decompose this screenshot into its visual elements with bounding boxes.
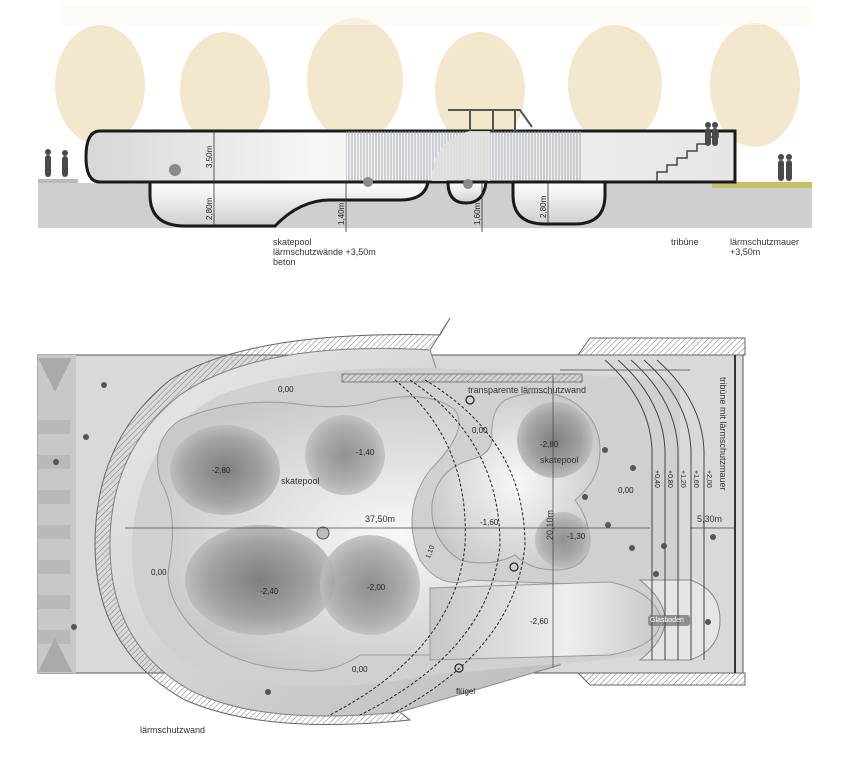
step-label: +1,60	[692, 470, 699, 488]
dim-width: 20,10m	[545, 509, 555, 540]
drain	[316, 526, 330, 540]
label-glass-floor: Glasboden	[650, 617, 684, 624]
label-wing: flügel	[456, 687, 476, 696]
label-skatepool-line2: lärmschutzwände +3,50m	[273, 247, 376, 257]
tribune-hatch-top	[577, 337, 746, 356]
label-noise-wall-plan: lärmschutzwand	[140, 725, 206, 735]
tribune-hatch-bottom	[576, 672, 746, 686]
wave-ramp	[432, 131, 490, 181]
label-skatepool-b: skatepool	[540, 455, 579, 465]
dim-bowl-depth-3: 1,60m	[473, 202, 482, 225]
step-label: +2,00	[705, 470, 712, 488]
step-label: +0,80	[666, 470, 673, 488]
section-view	[38, 5, 812, 232]
dim-bowl-depth-1: 2,80m	[205, 197, 214, 220]
level-right: 0,00	[618, 486, 634, 495]
label-transparent-wall: transparente lärmschutzwand	[468, 385, 587, 395]
deep-zone-3	[185, 525, 335, 635]
level-bottom: 0,00	[352, 665, 368, 674]
label-wall-line2: +3,50m	[730, 247, 761, 257]
level-deep-left: -2,80	[212, 466, 231, 475]
tree-silhouettes	[55, 5, 810, 148]
level-channel: -2,60	[530, 617, 549, 626]
transparent-wall-plan	[341, 373, 583, 383]
level-top-left: 0,00	[278, 385, 294, 394]
dim-bowl-height: 3,50m	[205, 145, 214, 168]
glass-floor-badge	[648, 615, 690, 626]
level-upper-mid: 0,00	[472, 426, 488, 435]
label-skatepool-a: skatepool	[281, 476, 320, 486]
level-small-bowl-right: -1,30	[567, 532, 586, 541]
level-bottom-mid: -2,00	[367, 583, 386, 592]
deep-zone-2	[305, 415, 385, 495]
label-wall-line1: lärmschutzmauer	[730, 237, 800, 247]
section-dim-lines	[213, 131, 549, 232]
railing	[448, 109, 533, 131]
level-deep-right: -2,80	[540, 440, 559, 449]
people	[45, 122, 792, 189]
deep-zone-1	[170, 425, 280, 515]
right-small-deep	[535, 512, 591, 568]
dim-tribune-depth: 5,30m	[697, 514, 723, 524]
label-skatepool-line3: beton	[273, 257, 296, 267]
plan-view	[37, 317, 746, 725]
wall-right	[712, 129, 737, 184]
level-bottom-left: -2,40	[260, 587, 279, 596]
ground-yellow	[712, 182, 812, 188]
level-left: 0,00	[151, 568, 167, 577]
step-label: +1,20	[679, 470, 686, 488]
wing-arcs	[329, 379, 526, 716]
step-label: +0,40	[653, 470, 660, 488]
label-skatepool-section: skatepool lärmschutzwände +3,50m beton	[273, 237, 376, 267]
left-path	[38, 355, 76, 673]
section-bowl-3	[511, 180, 607, 226]
level-mid: -1,40	[356, 448, 375, 457]
plan-dim-lines	[125, 369, 735, 668]
plant-markers	[53, 382, 716, 695]
deep-zone-4	[320, 535, 420, 635]
label-noise-wall-section: lärmschutzmauer +3,50m	[730, 237, 799, 257]
label-skatepool-line1: skatepool	[273, 237, 312, 247]
section-bowl-1	[148, 180, 430, 228]
bench	[38, 179, 78, 183]
dim-length: 37,50m	[365, 514, 396, 524]
dim-bowl-depth-2: 1,40m	[337, 202, 346, 225]
dim-bowl-depth-4: 2,80m	[539, 195, 548, 218]
wing-hinges	[454, 395, 519, 673]
right-deep	[517, 402, 593, 478]
section-bowl-2	[446, 180, 488, 205]
level-small-bowl: -1,60	[480, 518, 499, 527]
label-tribune: tribüne	[671, 237, 699, 247]
label-tribune-vertical: tribüne mit lärmschutzmauer	[718, 377, 728, 491]
